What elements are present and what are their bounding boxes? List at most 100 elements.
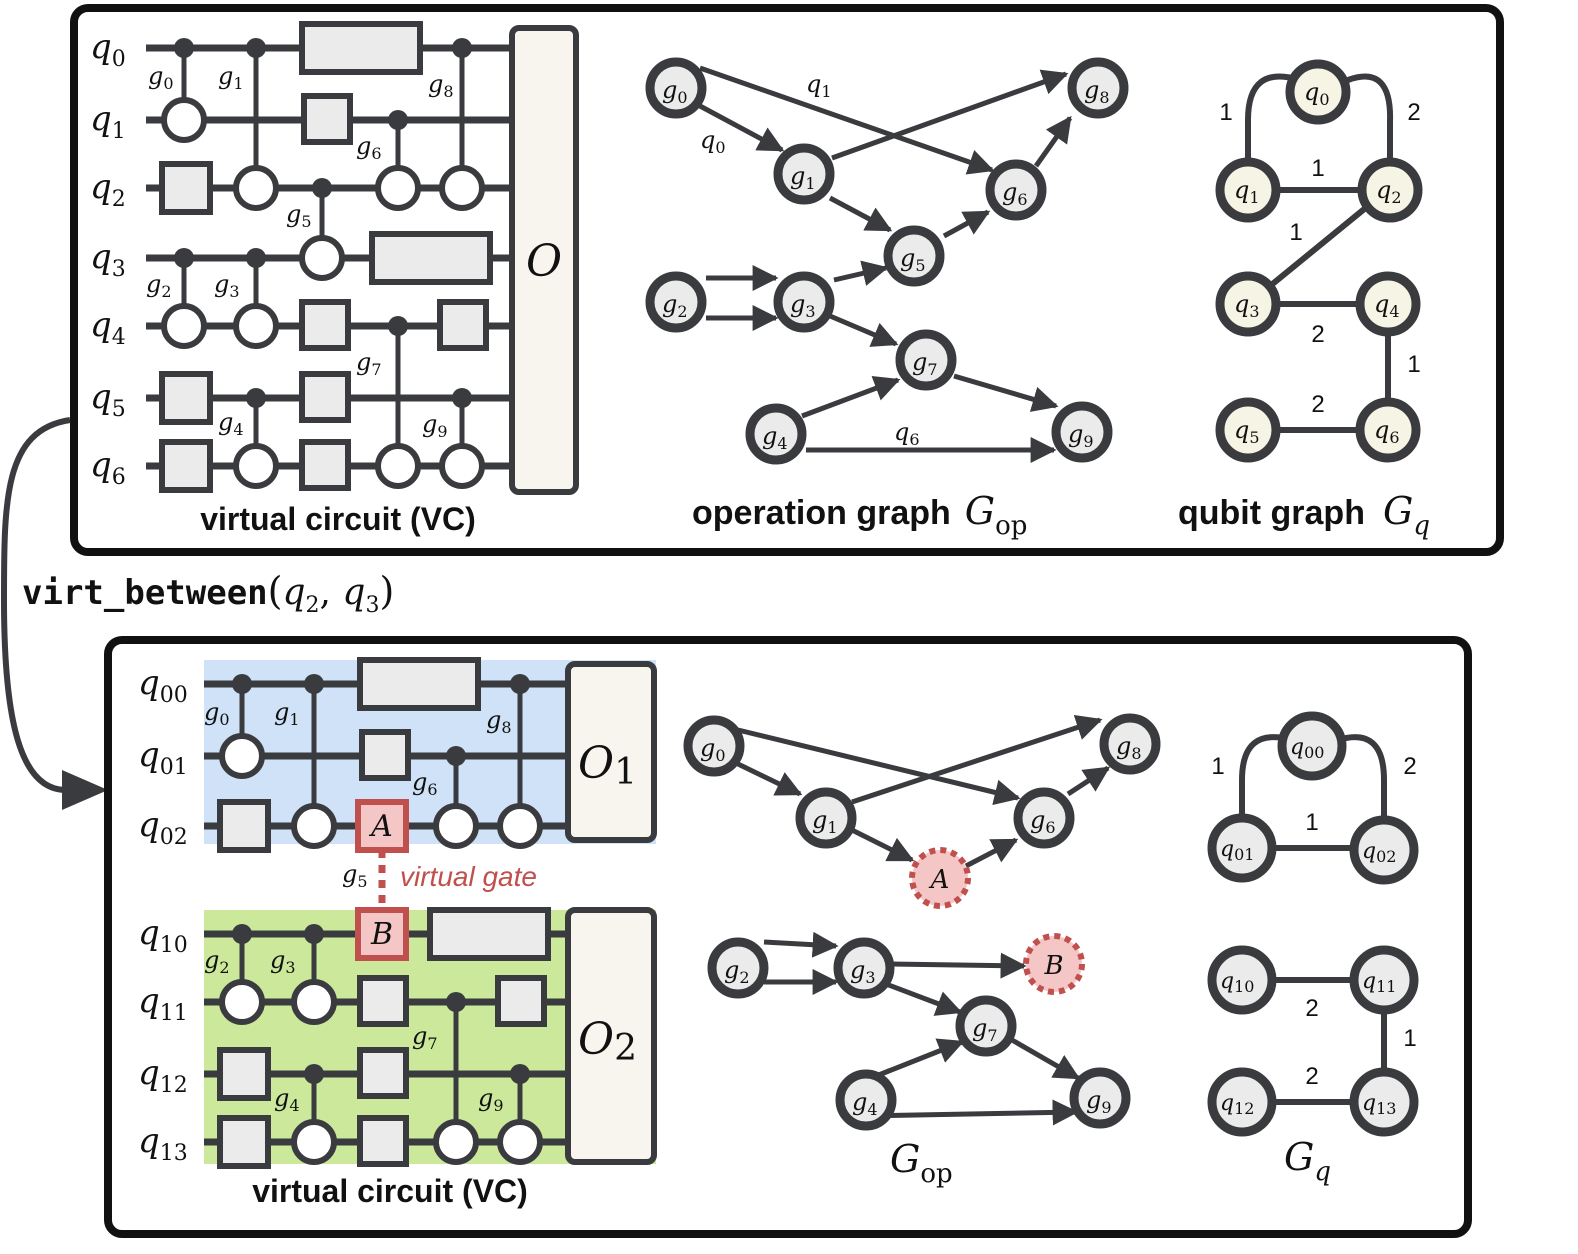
op-node-g9 (1051, 401, 1113, 463)
bottom-operation-graph: g0 g8 g1 g6 g2 g3 g7 g4 g9 A B (683, 713, 1161, 1131)
op-node-g7 (895, 329, 957, 391)
qubit-edge-weight: 2 (1407, 99, 1420, 126)
op-edge (829, 313, 899, 347)
gate-label: g0 (148, 62, 174, 93)
qubit-node-label: q11 (1362, 969, 1396, 996)
gate-label: g4 (274, 1084, 300, 1115)
bottom-qubit-labels: q00 q01 q02 q10 q11 q12 q13 (138, 663, 188, 1166)
op-node-g2 (645, 271, 707, 333)
op-node-g0 (683, 715, 745, 777)
gate-q13-b (357, 1115, 409, 1167)
bottom-panel-frame (104, 636, 1472, 1238)
gate-label: g9 (478, 1084, 504, 1115)
gate-label: g6 (412, 768, 438, 799)
qubit-node-label: q12 (1220, 1091, 1254, 1118)
op-edge (942, 209, 991, 239)
gate-label: g4 (218, 408, 244, 439)
qubit-node-label: q01 (1220, 837, 1254, 864)
virtual-gate-b-label: B (370, 917, 393, 952)
op-node-g5 (883, 225, 945, 287)
gate-q13-a (217, 1115, 271, 1169)
ctrl-dot-g4 (246, 388, 266, 408)
op-node-label: g5 (900, 244, 926, 275)
qubit-label: q12 (138, 1053, 188, 1098)
op-node-g1 (795, 787, 857, 849)
target-g9 (497, 1119, 543, 1165)
qubit-edge-weight: 1 (1311, 155, 1324, 182)
gate-label: g2 (204, 946, 230, 977)
op-node-g4 (835, 1069, 897, 1131)
bottom-panel: A B virtual gate O1 O2 q00 q01 q02 q10 q… (104, 636, 1472, 1238)
qubit-node-label: q5 (1234, 416, 1260, 447)
ctrl-dot-g7 (446, 992, 466, 1012)
op-edge (698, 103, 785, 153)
op-node-label: g6 (1030, 806, 1056, 837)
gate-label: g0 (204, 698, 230, 729)
qubit-node-q5 (1215, 397, 1281, 463)
qubit-label: q4 (90, 305, 126, 350)
op-virtual-node-label: B (1043, 951, 1063, 981)
gate-q11-a (357, 975, 409, 1027)
top-operation-graph: g0 g8 g1 g6 g5 g2 g3 g7 g4 g9 q1 q0 q6 (645, 57, 1129, 465)
op-node-label: g0 (662, 76, 688, 107)
gate-q5-b (299, 371, 351, 423)
qubit-edge-weight: 2 (1403, 753, 1416, 780)
gate-q6-b (299, 439, 351, 491)
bottom-op-graph-caption: Gop (890, 1137, 953, 1189)
op-node-label: g8 (1116, 732, 1142, 763)
top-circuit-controls (174, 38, 472, 448)
op-node-label: g1 (790, 162, 816, 193)
top-circuit-single-gates (159, 21, 493, 493)
qubit-node-q11 (1349, 945, 1419, 1015)
qubit-edge (1337, 734, 1387, 826)
op-edge (801, 376, 901, 419)
op-edge (851, 715, 1103, 805)
op-node-label: g7 (972, 1014, 998, 1045)
gate-wide-q0 (299, 21, 423, 75)
gate-label: g7 (412, 1022, 438, 1053)
ctrl-dot-g3 (304, 924, 324, 944)
op-node-g7 (955, 995, 1017, 1057)
op-edge (964, 837, 1019, 869)
transition-arrow (0, 417, 71, 793)
op-node-g9 (1069, 1067, 1131, 1129)
bottom-circuit-caption: virtual circuit (VC) (252, 1173, 528, 1209)
ctrl-dot-g4 (304, 1064, 324, 1084)
gate-label: g6 (356, 132, 382, 163)
gate-q01 (359, 729, 411, 781)
op-node-label: g1 (812, 806, 838, 837)
gate-wide-q10 (427, 907, 551, 961)
gate-wide-q3 (369, 231, 493, 285)
op-node-label: g0 (700, 734, 726, 765)
qubit-node-q13 (1349, 1067, 1419, 1137)
top-qubit-labels: q0 q1 q2 q3 q4 q5 q6 (90, 27, 126, 490)
qubit-edge-weight: 1 (1403, 1025, 1416, 1052)
op-edge-label: q6 (894, 418, 920, 449)
transition: virt_between(q2, q3) (0, 417, 394, 810)
gate-q4-a (299, 299, 351, 351)
op-virtual-node-b (1023, 933, 1085, 995)
virtual-gate-caption: virtual gate (400, 861, 537, 892)
top-circuit-caption: virtual circuit (VC) (200, 501, 476, 537)
target-g6 (375, 165, 421, 211)
ctrl-dot-g2 (174, 248, 194, 268)
gate-label: g9 (422, 410, 448, 441)
op-node-g6 (1013, 787, 1075, 849)
op-virtual-node-a (909, 847, 971, 909)
gate-q5-a (159, 371, 213, 425)
qubit-label: q11 (138, 981, 188, 1026)
observable-label: O (526, 236, 562, 287)
qubit-node-q12 (1207, 1067, 1277, 1137)
gate-q12-b (357, 1047, 409, 1099)
op-node-g6 (985, 159, 1047, 221)
gate-label: g3 (270, 946, 296, 977)
op-edge (736, 761, 803, 797)
op-edge (953, 373, 1059, 412)
ctrl-dot-g8 (452, 38, 472, 58)
qubit-node-q3 (1215, 271, 1281, 337)
transition-arrowhead (62, 770, 108, 810)
gate-q1 (301, 93, 353, 145)
qubit-node-label: q0 (1304, 78, 1330, 109)
